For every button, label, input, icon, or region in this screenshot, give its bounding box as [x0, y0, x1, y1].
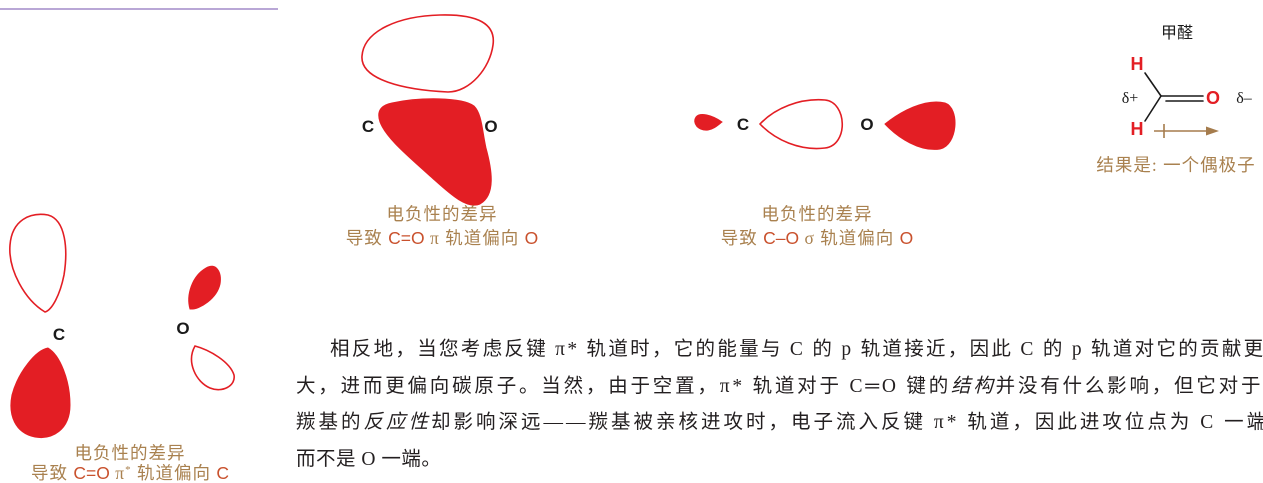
pi-upper-lobe-outline: [361, 14, 495, 93]
paragraph-line-1: 相反地，当您考虑反键 π* 轨道时，它的能量与 C 的 p 轨道接近，因此 C …: [330, 332, 1263, 368]
sigma-caption-prefix: 导致: [720, 228, 764, 248]
sigma-caption: 电负性的差异 导致 C–O σ 轨道偏向 O: [697, 202, 937, 250]
pi-caption-line-2: 导致 C=O π 轨道偏向 O: [322, 226, 562, 250]
pi-star-caption-middle: 轨道偏向: [131, 463, 217, 483]
sigma-carbon-label: C: [737, 115, 749, 134]
paragraph-line-1-text: 相反地，当您考虑反键 π* 轨道时，它的能量与 C 的 p 轨道接近，因此 C …: [330, 339, 1263, 360]
paragraph-line-3: 羰基的反应性却影响深远——羰基被亲核进攻时，电子流入反键 π* 轨道，因此进攻位…: [296, 405, 1263, 441]
paragraph-line-4-text: 而不是 O 一端。: [296, 448, 442, 470]
pi-star-oxygen-lower-lobe-outline: [190, 345, 235, 391]
pi-star-carbon-label: C: [53, 325, 65, 344]
pi-lower-lobe-filled: [378, 98, 492, 206]
paragraph-line-3-emphasis: 反应性: [363, 412, 432, 433]
sigma-oxygen-lobe-filled: [884, 101, 956, 150]
delta-plus-label: δ+: [1122, 90, 1139, 107]
paragraph-line-3-before: 羰基的: [296, 412, 364, 433]
formaldehyde-structure: 甲醛 H H O δ+ δ–: [1122, 24, 1253, 139]
paragraph-line-2-before: 大，进而更偏向碳原子。当然，由于空置，π* 轨道对于 C═O 键的: [296, 375, 952, 397]
paragraph-line-2-after: 并没有什么影响，但它对于: [995, 375, 1263, 397]
sigma-caption-line-1: 电负性的差异: [761, 204, 873, 224]
sigma-bond-lobe-outline: [758, 98, 844, 150]
sigma-carbon-back-lobe-filled: [694, 114, 723, 131]
sigma-caption-target-atom: O: [899, 228, 914, 248]
sigma-oxygen-label: O: [860, 115, 873, 134]
pi-caption-target-atom: O: [524, 228, 539, 248]
pi-caption-formula: C=O: [388, 228, 425, 248]
pi-star-carbon-upper-lobe-outline: [9, 213, 67, 313]
paragraph-line-2-emphasis: 结构: [951, 375, 996, 397]
pi-caption: 电负性的差异 导致 C=O π 轨道偏向 O: [322, 202, 562, 250]
paragraph-line-2: 大，进而更偏向碳原子。当然，由于空置，π* 轨道对于 C═O 键的结构并没有什么…: [296, 369, 1263, 405]
pi-orbital-diagram: C O: [361, 14, 498, 206]
body-paragraph: 相反地，当您考虑反键 π* 轨道时，它的能量与 C 的 p 轨道接近，因此 C …: [296, 332, 1263, 480]
paragraph-line-4: 而不是 O 一端。: [296, 442, 1263, 478]
formaldehyde-title: 甲醛: [1161, 24, 1193, 42]
pi-star-oxygen-label: O: [176, 319, 189, 338]
delta-minus-label: δ–: [1236, 90, 1253, 107]
dipole-arrow-head: [1206, 126, 1219, 136]
pi-star-caption-orbital: π: [109, 463, 126, 483]
oxygen-label: O: [1206, 88, 1220, 108]
sigma-caption-formula: C–O: [763, 228, 800, 248]
dipole-arrow: [1154, 124, 1219, 138]
bond-c-h-top: [1144, 72, 1162, 97]
pi-star-caption-target-atom: C: [216, 463, 229, 483]
hydrogen-bottom-label: H: [1131, 119, 1144, 139]
pi-star-caption-prefix: 导致: [31, 463, 74, 483]
sigma-caption-middle: σ 轨道偏向: [799, 228, 900, 248]
pi-carbon-label: C: [362, 117, 374, 136]
pi-caption-prefix: 导致: [345, 228, 389, 248]
pi-star-caption-orbital-mark: *: [125, 464, 132, 476]
pi-star-oxygen-upper-lobe-filled: [188, 265, 221, 310]
sigma-orbital-diagram: C O: [694, 98, 956, 150]
pi-oxygen-label: O: [484, 117, 497, 136]
hydrogen-top-label: H: [1131, 54, 1144, 74]
pi-star-orbital-diagram: C O: [9, 213, 235, 439]
pi-caption-line-1: 电负性的差异: [386, 204, 498, 224]
section-divider-rule: [0, 8, 278, 10]
pi-star-caption: 电负性的差异 导致 C=O π* 轨道偏向 C: [10, 443, 250, 483]
paragraph-line-3-after: 却影响深远——羰基被亲核进攻时，电子流入反键 π* 轨道，因此进攻位点为 C 一…: [431, 412, 1263, 433]
sigma-caption-line-2: 导致 C–O σ 轨道偏向 O: [697, 226, 937, 250]
pi-star-caption-line-1: 电负性的差异: [74, 443, 186, 463]
dipole-caption-text: 结果是: 一个偶极子: [1096, 155, 1256, 175]
pi-star-caption-formula: C=O: [73, 463, 110, 483]
dipole-caption: 结果是: 一个偶极子: [1089, 153, 1263, 177]
pi-star-caption-line-2: 导致 C=O π* 轨道偏向 C: [10, 463, 250, 483]
pi-star-carbon-lower-lobe-filled: [10, 347, 71, 439]
bond-c-o-double: [1160, 95, 1204, 102]
pi-caption-middle: π 轨道偏向: [424, 228, 525, 248]
bond-c-h-bottom: [1144, 95, 1162, 122]
